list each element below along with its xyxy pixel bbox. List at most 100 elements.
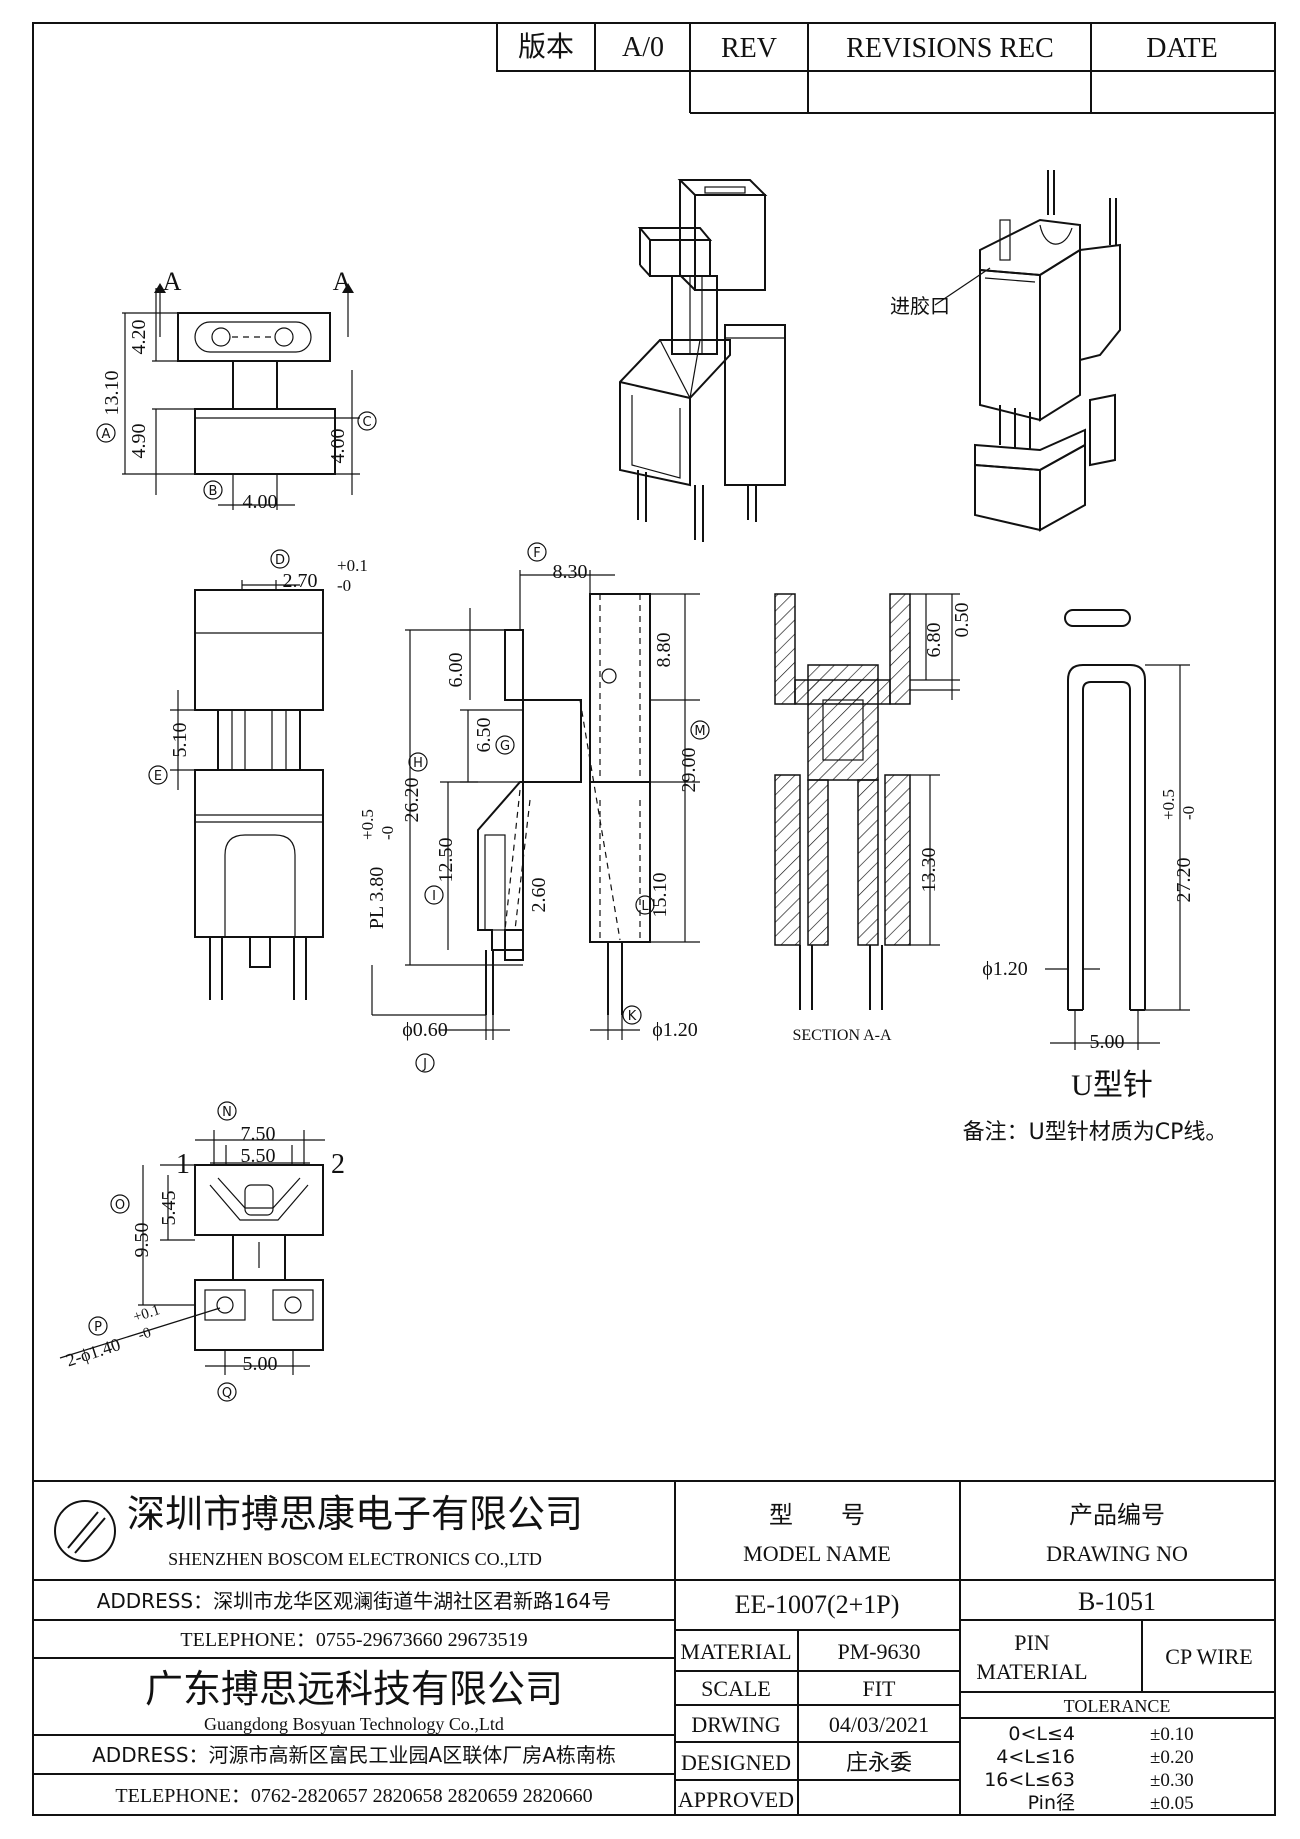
dim-pl-tol-plus: +0.5 [358, 809, 377, 840]
dim-12-50: 12.50 [435, 838, 457, 883]
version-label: 版本 [518, 31, 574, 63]
dim-0-50: 0.50 [951, 603, 973, 638]
dim-6-80: 6.80 [923, 623, 945, 658]
material-value: PM-9630 [837, 1639, 920, 1664]
side-view: 6.00 6.50 G 26.20 H 12.50 I 2.60 PL 3.80… [358, 542, 710, 1073]
tag-L: L [641, 899, 649, 914]
dim-5-10: 5.10 [169, 723, 191, 758]
tag-O: O [115, 1198, 125, 1213]
isometric-view-1 [619, 179, 786, 542]
dim-27-20-tol-minus: -0 [1179, 806, 1198, 820]
date-header: DATE [1146, 33, 1218, 64]
dim-phi-1-20: ϕ1.20 [652, 1019, 698, 1041]
tag-N: N [222, 1105, 232, 1120]
tag-C: C [362, 415, 371, 430]
u-pin-view: 27.20 +0.5 -0 ϕ1.20 5.00 U型针 备注：U型针材质为CP… [963, 609, 1228, 1145]
pin-material-label-1: PIN [1014, 1630, 1050, 1655]
tolerance-range-3: Pin径 [1028, 1792, 1075, 1814]
dim-phi-0-60: ϕ0.60 [402, 1019, 448, 1041]
section-a-a-view: 6.80 0.50 13.30 SECTION A-A [774, 593, 973, 1044]
designed-value: 庄永委 [846, 1751, 912, 1776]
dim-8-30: 8.30 [553, 561, 588, 583]
dim-9-50: 9.50 [131, 1223, 153, 1258]
dim-6-50: 6.50 [473, 718, 495, 753]
dim-phi-1-20-pin: ϕ1.20 [982, 958, 1028, 980]
dim-4-90: 4.90 [128, 424, 150, 459]
dim-5-45: 5.45 [158, 1191, 180, 1226]
dim-4-00-width: 4.00 [243, 491, 278, 513]
dim-5-00-bottom: 5.00 [243, 1353, 278, 1375]
scale-value: FIT [863, 1676, 897, 1701]
dim-4-00-height: 4.00 [327, 429, 349, 464]
telephone-1: TELEPHONE：0755-29673660 29673519 [180, 1629, 527, 1651]
dim-hole-tol-plus: +0.1 [131, 1302, 162, 1326]
dim-5-50: 5.50 [241, 1145, 276, 1167]
tolerance-value-1: ±0.20 [1150, 1747, 1194, 1768]
telephone-2: TELEPHONE：0762-2820657 2820658 2820659 2… [115, 1785, 592, 1807]
dim-2-70: 2.70 [283, 570, 318, 592]
company-en-1: SHENZHEN BOSCOM ELECTRONICS CO.,LTD [168, 1549, 542, 1569]
drawing-date: 04/03/2021 [829, 1712, 929, 1737]
front-view: 2.70 +0.1 -0 D 5.10 E [148, 549, 368, 1000]
rev-header: REV [721, 33, 777, 64]
tag-M: M [694, 724, 705, 739]
company-logo-icon [54, 1500, 116, 1562]
tolerance-range-2: 16<L≤63 [984, 1769, 1075, 1791]
revisions-header: REVISIONS REC [846, 33, 1054, 64]
dim-hole-tol-minus: -0 [136, 1325, 153, 1344]
designed-label: DESIGNED [681, 1750, 791, 1775]
tag-E: E [154, 769, 162, 784]
tag-D: D [275, 553, 285, 568]
dim-29-00: 29.00 [678, 748, 700, 793]
section-mark-right: A [333, 267, 352, 296]
model-label-en: MODEL NAME [743, 1541, 891, 1566]
tolerance-label: TOLERANCE [1064, 1696, 1171, 1716]
tag-I: I [432, 889, 436, 904]
model-label-cn: 型 号 [769, 1501, 865, 1529]
dim-hole: 2-ϕ1.40 [63, 1334, 122, 1370]
dim-2-70-tol-plus: +0.1 [337, 556, 368, 575]
tag-K: K [628, 1009, 637, 1024]
company-cn-2: 广东搏思远科技有限公司 [145, 1667, 563, 1711]
dim-6-00: 6.00 [445, 653, 467, 688]
tag-J: J [422, 1057, 427, 1072]
gate-label: 进胶口 [890, 294, 950, 318]
tag-P: P [94, 1320, 102, 1335]
title-block: 深圳市搏思康电子有限公司 SHENZHEN BOSCOM ELECTRONICS… [33, 1480, 1275, 1815]
tolerance-value-3: ±0.05 [1150, 1793, 1194, 1814]
dim-13-10: 13.10 [101, 371, 123, 416]
address-1: ADDRESS：深圳市龙华区观澜街道牛湖社区君新路164号 [97, 1589, 612, 1613]
material-label: MATERIAL [680, 1639, 791, 1664]
section-mark-left: A [163, 267, 182, 296]
pin-material-label-2: MATERIAL [976, 1659, 1087, 1684]
dim-26-20: 26.20 [401, 778, 423, 823]
company-cn-1: 深圳市搏思康电子有限公司 [127, 1492, 583, 1536]
version-value: A/0 [622, 32, 664, 63]
dim-8-80: 8.80 [653, 633, 675, 668]
drawing-no-value: B-1051 [1078, 1587, 1156, 1616]
pin-material-value: CP WIRE [1165, 1644, 1252, 1669]
dim-pl-tol-minus: -0 [378, 826, 397, 840]
dim-27-20: 27.20 [1173, 858, 1195, 903]
dim-2-60: 2.60 [528, 878, 550, 913]
tag-H: H [413, 756, 423, 771]
drawing-no-label-cn: 产品编号 [1069, 1501, 1165, 1529]
scale-label: SCALE [701, 1676, 771, 1701]
tag-B: B [209, 484, 218, 499]
u-pin-title: U型针 [1071, 1069, 1153, 1102]
tag-A: A [102, 427, 111, 442]
dim-2-70-tol-minus: -0 [337, 576, 351, 595]
tolerance-range-0: 0<L≤4 [1008, 1723, 1075, 1745]
isometric-view-2: 进胶口 [890, 170, 1121, 532]
tag-Q: Q [222, 1386, 232, 1401]
tolerance-range-1: 4<L≤16 [996, 1746, 1075, 1768]
company-en-2: Guangdong Bosyuan Technology Co.,Ltd [204, 1714, 504, 1734]
section-title: SECTION A-A [792, 1027, 892, 1044]
drawing-no-label-en: DRAWING NO [1046, 1541, 1188, 1566]
u-pin-note: 备注：U型针材质为CP线。 [963, 1120, 1228, 1145]
tolerance-value-2: ±0.30 [1150, 1770, 1194, 1791]
model-value: EE-1007(2+1P) [735, 1590, 900, 1619]
dim-4-20: 4.20 [128, 320, 150, 355]
dim-pl: PL 3.80 [366, 867, 388, 930]
